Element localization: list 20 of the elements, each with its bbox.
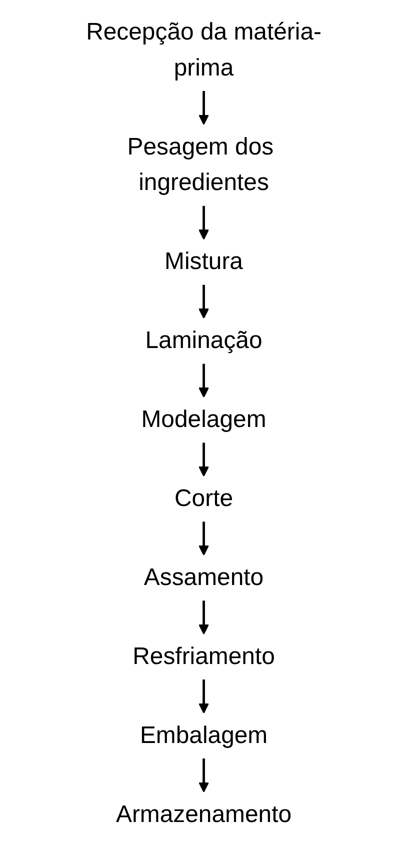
node-text: Armazenamento [116,802,292,828]
node-text: Resfriamento [132,644,276,670]
node-text: Modelagem [141,406,267,434]
arrow [198,600,210,635]
node-text: Pesagem dos ingredientes [128,134,274,196]
arrow [198,284,210,319]
arrow [198,758,210,792]
arrow [198,680,210,714]
node-text: Recepção da matéria-prima [86,19,322,82]
arrow [198,522,210,556]
node-text: Laminação [145,328,263,354]
node-text: Embalagem [140,722,268,749]
node-text: Mistura [164,248,244,276]
arrow [198,206,210,240]
node-text: Corte [174,486,234,512]
flowchart: Recepção da matéria-prima Pesagem dos ingredientes Mistura Laminação Modelagem Corte Assamento Resfriamento Embalagem Armazenamento [65,0,343,847]
arrow [198,442,210,477]
arrow [198,90,210,125]
node-text: Assamento [144,564,264,591]
arrow [198,364,210,398]
